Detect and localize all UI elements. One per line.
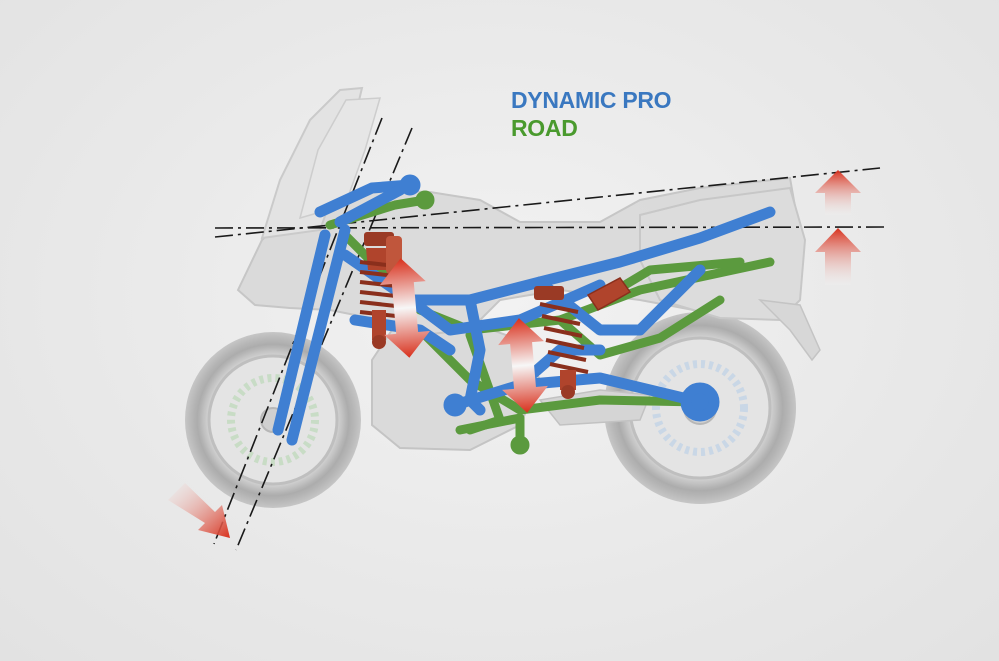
rear-shock (534, 277, 632, 399)
down-arrow (168, 483, 230, 538)
dynamic-pro-level-line (214, 167, 881, 238)
up-arrow (815, 170, 861, 215)
legend-dynamic-pro: DYNAMIC PRO (511, 87, 672, 113)
motorcycle-ghost (185, 86, 821, 508)
legend: DYNAMIC PRO ROAD (511, 86, 672, 142)
up-arrow (815, 228, 861, 285)
double-arrow (379, 258, 431, 358)
double-arrow (498, 318, 548, 413)
legend-road: ROAD (511, 115, 578, 141)
front-wheel (185, 332, 361, 508)
road-level-line (214, 226, 886, 229)
